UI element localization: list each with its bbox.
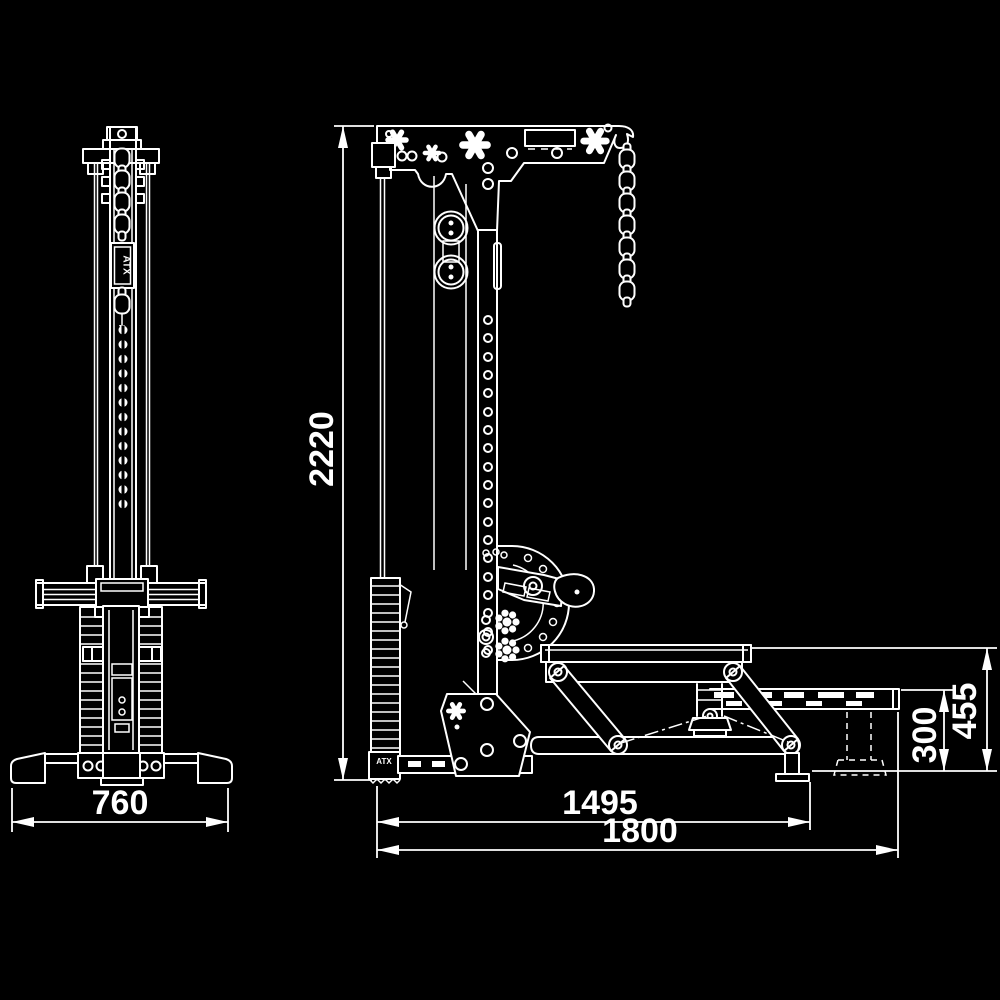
- bench-support-arms: [548, 662, 801, 755]
- pulley-star-icon: [584, 131, 607, 151]
- dim-label-overall-height: 2220: [303, 411, 341, 487]
- dim-label-overall-length: 1800: [602, 812, 678, 850]
- side-view: ATX: [368, 123, 900, 785]
- side-bench: [530, 644, 900, 782]
- side-top-arm: [376, 123, 635, 232]
- side-logo-text: ATX: [376, 757, 392, 766]
- dimension-front-width: 760: [11, 784, 229, 832]
- dimension-platform-height: 300: [901, 689, 954, 771]
- bench-seat: [540, 644, 752, 683]
- bench-rear-foot: [775, 752, 810, 782]
- dimension-overall-length: 1800: [377, 712, 899, 858]
- front-adjustment-holes: [118, 325, 128, 509]
- front-logo-text: ATX: [121, 255, 132, 275]
- dim-label-seat-height: 455: [946, 683, 984, 740]
- dim-label-front-width: 760: [92, 784, 149, 822]
- side-pulley-carriage: [433, 176, 469, 570]
- front-guide-rods: [86, 163, 158, 584]
- front-chain: [113, 147, 131, 242]
- dim-label-platform-height: 300: [906, 707, 944, 764]
- front-base: [10, 752, 233, 786]
- pulley-star-icon: [463, 134, 487, 155]
- front-view: ATX: [10, 126, 233, 786]
- front-logo-plate: ATX: [110, 242, 135, 331]
- dimensions: 760 2220 1495 1800: [11, 125, 997, 858]
- gusset-star-icon: [448, 704, 463, 717]
- bench-center-bracket: [688, 683, 732, 737]
- gusset-plate: [440, 693, 531, 777]
- side-chain: [618, 142, 636, 308]
- dimension-overall-height: 2220: [303, 125, 374, 781]
- dimension-seat-height: 455: [752, 647, 997, 772]
- front-weight-stack: [79, 605, 163, 754]
- side-weight-stack: ATX: [368, 142, 412, 785]
- side-base: [397, 680, 533, 777]
- dimension-frame-length: 1495: [376, 782, 811, 858]
- bench-runner: [530, 736, 800, 755]
- bench-alternate-position-dashed: [833, 712, 887, 776]
- dim-label-frame-length: 1495: [562, 784, 638, 822]
- bench-phantom-lines: [620, 715, 789, 744]
- cam-handle: [553, 573, 596, 608]
- side-cam-mechanism: [478, 545, 596, 663]
